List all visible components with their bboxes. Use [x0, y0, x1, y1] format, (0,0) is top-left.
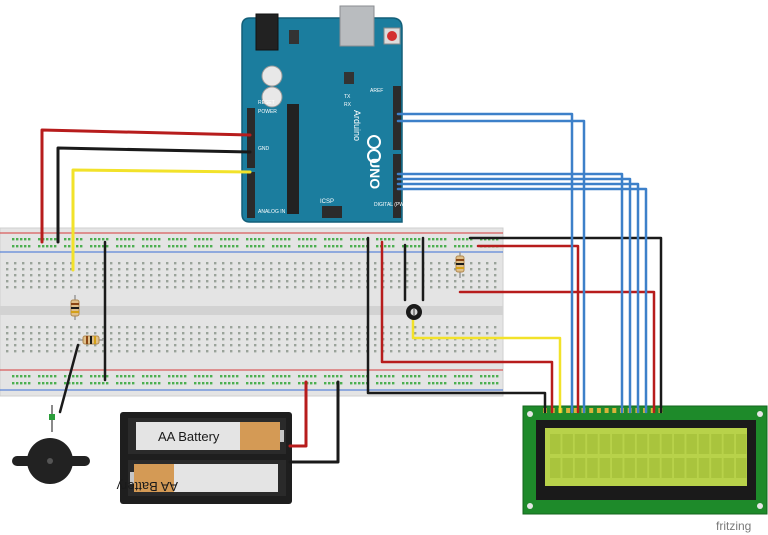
tx-label: TX [344, 94, 351, 100]
rx-label: RX [344, 102, 352, 108]
gnd-label: GND [258, 146, 270, 152]
resistor-icon [70, 295, 80, 320]
arduino-brand: Arduino [352, 110, 362, 141]
wire-5v-red [40, 128, 252, 244]
digital-header-top [393, 86, 401, 150]
fritzing-watermark: fritzing [716, 519, 751, 533]
analog-section-label: ANALOG IN [258, 209, 286, 215]
lcd-16x2-module [522, 405, 768, 515]
power-header [247, 108, 255, 168]
resistor-2 [78, 335, 104, 345]
wire-battery-red [288, 380, 308, 448]
reset-label: RESET [258, 100, 275, 106]
capacitor-left [261, 65, 283, 87]
battery-bottom-label: AA Battery [116, 479, 178, 494]
wire-data-en [396, 119, 586, 414]
wire-a0-yellow [71, 168, 252, 272]
wires [40, 112, 663, 464]
wire-backlight-black [468, 236, 663, 414]
icsp-label: ICSP [320, 199, 334, 205]
resistor-backlight [455, 252, 465, 278]
wire-rail-red [458, 290, 656, 414]
aref-label: AREF [370, 88, 383, 94]
battery-cell-bottom: AA Battery [116, 464, 278, 494]
wire-data-d5 [396, 177, 632, 414]
battery-top-label: AA Battery [158, 429, 220, 444]
wire-backlight-red [476, 244, 580, 414]
piezo-buzzer-icon [12, 405, 90, 484]
wire-pot-yellow [411, 316, 562, 414]
wire-lcd-red-long [380, 240, 554, 414]
atmega-chip [287, 104, 299, 214]
wire-data-d7 [396, 187, 648, 414]
arduino-uno-board: ICSP TX RX GND POWER ANALOG IN AREF RESE… [241, 5, 413, 223]
icsp-header [322, 206, 342, 218]
usb-connector-icon [339, 5, 375, 47]
wire-data-d6 [396, 182, 640, 414]
power-section-label: POWER [258, 109, 277, 115]
digital-header-bottom [393, 154, 401, 218]
wire-gnd-black [56, 146, 252, 244]
power-jack [255, 13, 279, 51]
digital-section-label: DIGITAL (PWM~) [374, 202, 413, 208]
lcd-character-cells [550, 434, 747, 478]
wire-battery-black [288, 380, 340, 464]
potentiometer-icon[interactable] [406, 304, 422, 320]
wire-lcd-black-long [366, 236, 547, 414]
reset-button-icon[interactable] [383, 27, 401, 45]
wire-data-d4 [396, 172, 624, 414]
arduino-model: UNO [367, 158, 383, 189]
battery-pack: AA Battery AA Battery [116, 412, 292, 504]
analog-header [247, 172, 255, 218]
battery-cell-top: AA Battery [136, 422, 284, 450]
wire-data-rs [396, 112, 574, 414]
wire-buzzer-lead [58, 343, 80, 414]
capacitor-right [261, 86, 283, 108]
